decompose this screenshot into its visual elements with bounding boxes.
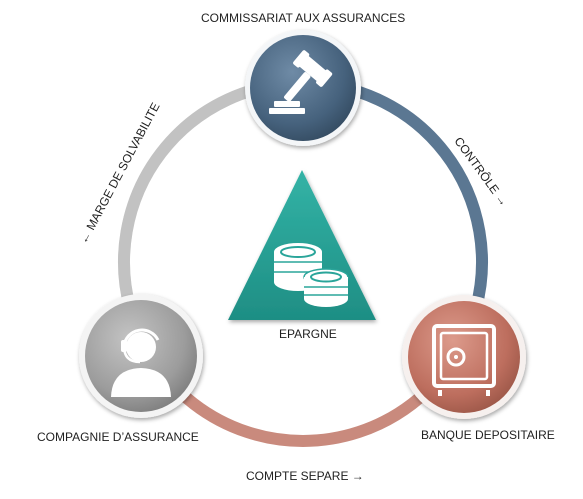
label-banque: BANQUE DEPOSITAIRE — [421, 428, 555, 442]
label-compagnie: COMPAGNIE D’ASSURANCE — [37, 430, 199, 444]
label-commissariat: COMMISSARIAT AUX ASSURANCES — [201, 11, 406, 25]
safe-icon — [432, 324, 496, 396]
label-epargne: EPARGNE — [279, 327, 337, 341]
node-commissariat — [245, 30, 361, 146]
node-compagnie — [79, 294, 203, 418]
operator-headset-icon — [111, 328, 171, 397]
coins-icon — [274, 243, 349, 307]
gavel-icon — [269, 50, 333, 114]
edge-label-compte-separe: COMPTE SEPARE → — [246, 469, 364, 483]
node-epargne — [228, 170, 376, 320]
node-banque — [402, 295, 526, 419]
